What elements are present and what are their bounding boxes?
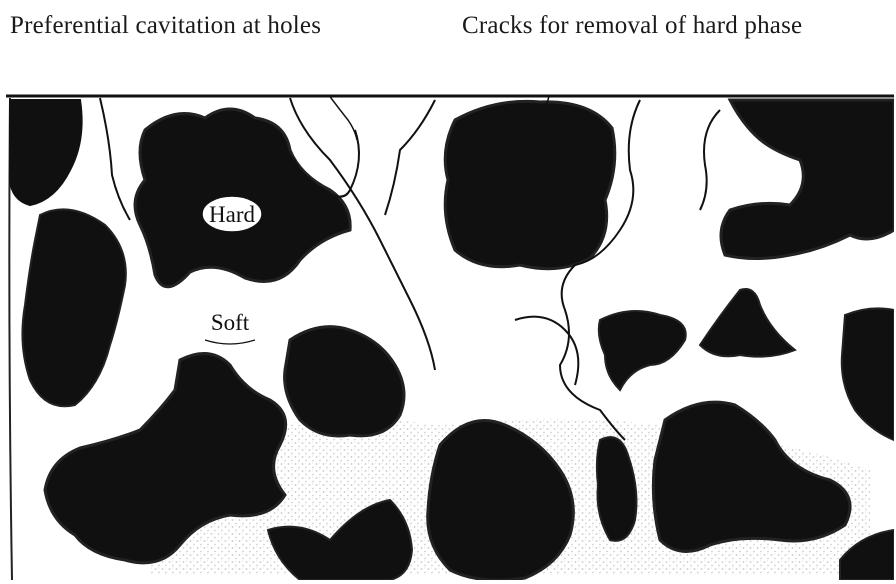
- hard-particle: [653, 402, 850, 551]
- crack: [100, 98, 130, 220]
- hard-label: Hard: [209, 202, 255, 227]
- hard-particle: [22, 209, 125, 406]
- hard-particle: [721, 100, 894, 259]
- hard-particle: [842, 308, 894, 440]
- hard-particle: [445, 101, 615, 268]
- hard-particle: [599, 311, 686, 390]
- soft-label-underline: [205, 340, 255, 344]
- hard-particle: [285, 327, 404, 436]
- crack: [385, 100, 435, 215]
- hard-particle: [10, 100, 82, 205]
- hard-particle: [700, 289, 795, 357]
- crack: [700, 110, 720, 210]
- soft-label: Soft: [211, 310, 250, 335]
